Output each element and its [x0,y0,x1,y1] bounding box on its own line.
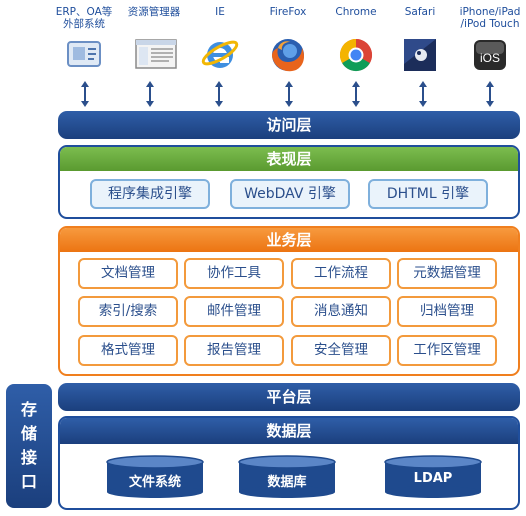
ldap-store: LDAP [384,455,482,499]
client-label: 资源管理器 [127,6,181,18]
ldap-label: LDAP [413,471,453,486]
storage-interface: 存 储 接 口 [6,384,52,508]
file-system-label: 文件系统 [128,475,181,490]
database-cylinder-icon [238,455,336,498]
module-document-management: 文档管理 [78,258,178,289]
svg-text:iOS: iOS [480,51,500,65]
module-workflow: 工作流程 [291,258,391,289]
external-system-icon [64,34,104,74]
client-ie: IE [182,6,258,74]
module-security-management: 安全管理 [291,335,391,366]
firefox-icon [268,34,308,74]
client-label: ERP、OA等 外部系统 [55,6,113,30]
module-mail-management: 邮件管理 [184,296,284,327]
client-firefox: FireFox [250,6,326,74]
bidirectional-arrow-icon [285,81,293,107]
safari-icon [400,34,440,74]
module-report-management: 报告管理 [184,335,284,366]
storage-interface-char: 存 [20,400,37,419]
bidirectional-arrow-icon [419,81,427,107]
access-layer: 访问层 [58,111,520,139]
module-format-management: 格式管理 [78,335,178,366]
database-label: 数据库 [267,475,307,490]
bidirectional-arrow-icon [146,81,154,107]
bidirectional-arrow-icon [486,81,494,107]
client-label: iPhone/iPad /iPod Touch [459,6,521,30]
client-safari: Safari [382,6,458,74]
module-collaboration-tools: 协作工具 [184,258,284,289]
presentation-layer-title: 表现层 [60,147,518,171]
client-external-system: ERP、OA等 外部系统 [46,6,122,74]
client-file-explorer: 资源管理器 [116,6,192,74]
client-label: Chrome [335,6,377,18]
storage-interface-char: 口 [20,472,37,491]
client-label: IE [215,6,225,18]
bidirectional-arrow-icon [81,81,89,107]
business-layer-title: 业务层 [60,228,518,252]
database-cylinder-icon [106,455,204,498]
program-integration-engine: 程序集成引擎 [90,179,210,209]
module-message-notification: 消息通知 [291,296,391,327]
client-ios-device: iPhone/iPad /iPod Touch iOS [452,6,526,74]
business-layer: 业务层 文档管理 协作工具 工作流程 元数据管理 索引/搜索 邮件管理 消息通知… [58,226,520,376]
dhtml-engine: DHTML 引擎 [368,179,488,209]
bidirectional-arrow-icon [352,81,360,107]
module-workspace-management: 工作区管理 [397,335,497,366]
module-index-search: 索引/搜索 [78,296,178,327]
module-archive-management: 归档管理 [397,296,497,327]
webdav-engine: WebDAV 引擎 [230,179,350,209]
database-store: 数据库 [238,455,336,499]
ie-icon [200,34,240,74]
file-explorer-icon [134,34,177,74]
platform-layer: 平台层 [58,383,520,411]
presentation-layer: 表现层 程序集成引擎 WebDAV 引擎 DHTML 引擎 [58,145,520,219]
chrome-icon [336,34,376,74]
data-layer-title: 数据层 [60,418,518,444]
client-label: FireFox [269,6,307,18]
storage-interface-char: 接 [20,448,37,467]
file-system-store: 文件系统 [106,455,204,499]
client-label: Safari [404,6,436,18]
module-metadata-management: 元数据管理 [397,258,497,289]
storage-interface-char: 储 [20,424,37,443]
ios-icon: iOS [470,34,510,74]
client-chrome: Chrome [318,6,394,74]
database-cylinder-icon [384,455,482,498]
bidirectional-arrow-icon [215,81,223,107]
